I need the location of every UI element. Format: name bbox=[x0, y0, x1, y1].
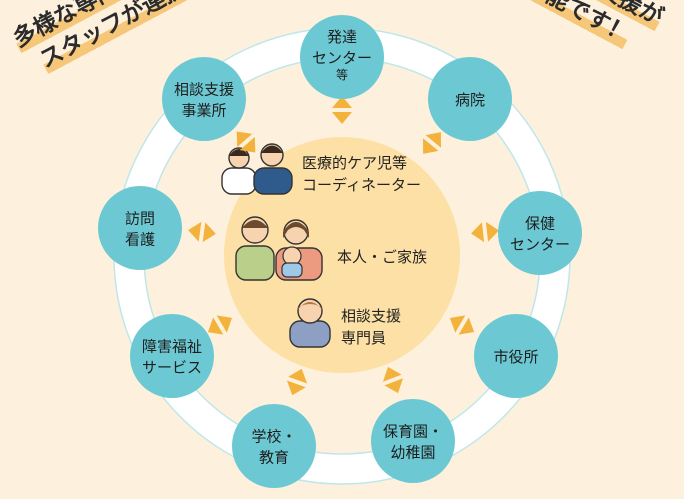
coordinator-label-line-2: コーディネーター bbox=[302, 176, 421, 194]
support-node-circle bbox=[498, 191, 582, 275]
support-node-circle bbox=[474, 314, 558, 398]
support-node-label: 発達 bbox=[327, 28, 357, 46]
arrow-head-inward bbox=[288, 368, 308, 384]
arrow-head-inward bbox=[202, 222, 216, 243]
arrow-head-outward bbox=[207, 317, 224, 335]
specialist-label-line-1: 相談支援 bbox=[341, 307, 401, 325]
arrows-layer bbox=[188, 96, 499, 396]
support-node-circle bbox=[232, 404, 316, 488]
support-node-label: センター bbox=[312, 49, 372, 67]
support-node-label: 保育園・ bbox=[383, 423, 443, 441]
support-node-circle bbox=[428, 57, 512, 141]
arrow-head-inward bbox=[332, 112, 352, 124]
support-node-label: 相談支援 bbox=[174, 81, 234, 99]
family-label: 本人・ご家族 bbox=[337, 248, 427, 266]
bidirectional-arrow-icon bbox=[236, 131, 256, 153]
support-node-label: 幼稚園 bbox=[390, 444, 435, 462]
family-figures-icon bbox=[235, 216, 323, 281]
support-node-label: サービス bbox=[142, 359, 202, 377]
arrow-head-inward bbox=[216, 315, 233, 333]
support-node-label: 教育 bbox=[259, 449, 289, 467]
support-node-label: 保健 bbox=[525, 215, 555, 233]
support-node-5: 保育園・幼稚園 bbox=[371, 399, 455, 483]
bidirectional-arrow-icon bbox=[449, 315, 475, 335]
bidirectional-arrow-icon bbox=[471, 221, 499, 243]
coordinator-label-line-1: 医療的ケア児等 bbox=[302, 154, 407, 172]
support-node-label: 市役所 bbox=[493, 348, 538, 366]
center-circle bbox=[224, 137, 460, 373]
support-node-label: 訪問 bbox=[125, 210, 155, 228]
support-node-circle bbox=[300, 15, 384, 99]
arrow-head-inward bbox=[239, 136, 256, 153]
arrow-head-inward bbox=[382, 366, 402, 382]
support-node-circle bbox=[371, 399, 455, 483]
support-node-label: 病院 bbox=[455, 91, 485, 109]
specialist-figure-icon bbox=[289, 298, 331, 348]
specialist-label-line-2: 専門員 bbox=[341, 329, 386, 347]
support-node-2: 病院 bbox=[428, 57, 512, 141]
support-node-label: 学校・ bbox=[251, 428, 296, 446]
bidirectional-arrow-icon bbox=[382, 366, 404, 394]
arrow-head-inward bbox=[471, 222, 485, 243]
coordinator-figures-icon bbox=[221, 143, 293, 195]
arrow-head-inward bbox=[423, 138, 439, 154]
bidirectional-arrow-icon bbox=[286, 368, 308, 396]
support-node-circle bbox=[130, 314, 214, 398]
bidirectional-arrow-icon bbox=[188, 221, 216, 243]
support-node-label: センター bbox=[510, 236, 570, 254]
support-node-label: 障害福祉 bbox=[142, 338, 202, 356]
arrow-head-outward bbox=[236, 131, 253, 148]
bidirectional-arrow-icon bbox=[207, 315, 233, 335]
arrow-head-outward bbox=[485, 221, 499, 242]
support-node-circle bbox=[162, 57, 246, 141]
arrow-head-outward bbox=[384, 378, 404, 394]
support-node-4: 市役所 bbox=[474, 314, 558, 398]
support-node-label: 等 bbox=[336, 68, 348, 82]
support-node-circle bbox=[98, 186, 182, 270]
arrow-head-outward bbox=[425, 132, 441, 148]
nodes-layer: 発達センター等病院保健センター市役所保育園・幼稚園学校・教育障害福祉サービス訪問… bbox=[98, 15, 582, 488]
arrow-head-outward bbox=[458, 317, 475, 335]
arrow-head-outward bbox=[188, 221, 202, 242]
arrow-head-outward bbox=[286, 380, 306, 396]
support-node-label: 看護 bbox=[125, 231, 155, 249]
support-node-label: 事業所 bbox=[181, 102, 226, 120]
support-node-6: 学校・教育 bbox=[232, 404, 316, 488]
arrow-head-inward bbox=[449, 315, 466, 333]
bidirectional-arrow-icon bbox=[423, 132, 441, 154]
arrow-head-outward bbox=[332, 96, 352, 108]
bidirectional-arrow-icon bbox=[332, 96, 352, 124]
